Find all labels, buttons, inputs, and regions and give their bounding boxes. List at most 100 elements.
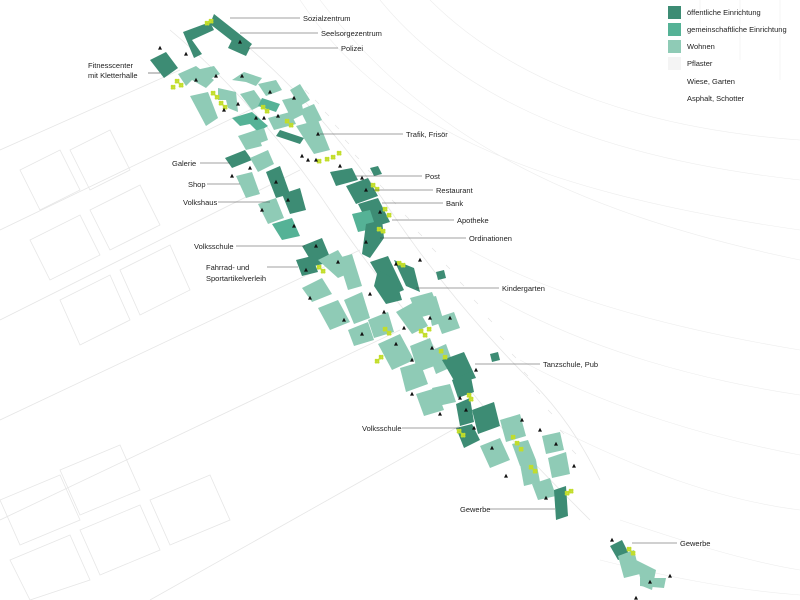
meadow-dot xyxy=(176,78,180,82)
entrance-arrow xyxy=(382,309,386,314)
meadow-dot xyxy=(178,82,182,86)
building-housing xyxy=(318,300,350,330)
meadow-dot xyxy=(628,548,632,552)
label-shop: Shop xyxy=(188,180,206,189)
building-public xyxy=(266,166,290,198)
building-public xyxy=(150,52,178,78)
meadow-dot xyxy=(468,396,472,400)
meadow-dot xyxy=(330,154,334,158)
meadow-dot xyxy=(170,84,174,88)
building-public xyxy=(346,178,378,204)
meadow-dot xyxy=(318,160,322,164)
legend-label-housing: Wohnen xyxy=(687,42,715,51)
meadow-dot xyxy=(326,158,330,162)
meadow-dot xyxy=(172,86,176,90)
meadow-dot xyxy=(204,20,208,24)
building-public xyxy=(228,40,250,56)
entrance-arrow xyxy=(458,395,462,400)
meadow-dot xyxy=(388,330,392,334)
entrance-arrow xyxy=(238,39,242,44)
label-tanzschule: Tanzschule, Pub xyxy=(543,360,598,369)
meadow-dot xyxy=(210,90,214,94)
meadow-dot xyxy=(388,332,392,336)
meadow-dot xyxy=(170,86,174,90)
meadow-dot xyxy=(388,212,392,216)
meadow-dot xyxy=(462,432,466,436)
building-housing xyxy=(232,72,262,86)
meadow-dot xyxy=(400,264,404,268)
entrance-arrow xyxy=(314,243,318,248)
meadow-dot xyxy=(384,208,388,212)
entrance-arrow xyxy=(544,495,548,500)
meadow-dot xyxy=(380,356,384,360)
building-housing xyxy=(236,172,260,198)
legend-label-public: öffentliche Einrichtung xyxy=(687,8,761,17)
entrance-arrow xyxy=(230,173,234,178)
meadow-dot xyxy=(514,440,518,444)
entrance-arrow xyxy=(634,595,638,600)
entrance-arrow xyxy=(648,579,652,584)
building-public xyxy=(330,168,358,186)
meadow-dot xyxy=(210,20,214,24)
buildings xyxy=(150,14,666,590)
building-public xyxy=(554,486,568,520)
meadow-dot xyxy=(438,348,442,352)
entrance-arrow xyxy=(410,357,414,362)
building-housing xyxy=(396,302,428,334)
meadow-dot xyxy=(218,100,222,104)
meadow-dot xyxy=(286,120,290,124)
meadow-dot xyxy=(180,84,184,88)
meadow-dot xyxy=(566,492,570,496)
building-housing xyxy=(290,84,310,106)
entrance-arrow xyxy=(554,441,558,446)
building-public xyxy=(225,150,252,168)
building-housing xyxy=(500,414,526,442)
meadow-dot xyxy=(518,448,522,452)
meadow-dot xyxy=(444,356,448,360)
meadow-dot xyxy=(214,96,218,100)
meadow-dot xyxy=(468,392,472,396)
meadow-dot xyxy=(628,546,632,550)
meadow-dot xyxy=(376,358,380,362)
meadow-dot xyxy=(338,150,342,154)
building-housing xyxy=(296,120,330,154)
meadow-dot xyxy=(218,102,222,106)
meadow-dot xyxy=(178,84,182,88)
building-public xyxy=(296,256,318,276)
meadow-dot xyxy=(442,356,446,360)
label-galerie: Galerie xyxy=(172,159,196,168)
meadow-dot xyxy=(424,332,428,336)
label-volkshaus: Volkshaus xyxy=(183,198,217,207)
building-public xyxy=(456,424,480,448)
meadow-dot xyxy=(322,270,326,274)
entrance-arrow xyxy=(274,179,278,184)
meadow-dot xyxy=(266,110,270,114)
meadow-dot xyxy=(632,552,636,556)
meadow-dot xyxy=(378,356,382,360)
building-housing xyxy=(640,578,666,588)
meadow-dot xyxy=(384,206,388,210)
entrance-arrow xyxy=(292,95,296,100)
meadow-dot xyxy=(380,228,384,232)
meadow-dot xyxy=(626,546,630,550)
meadow-dot xyxy=(370,184,374,188)
building-housing xyxy=(432,384,456,406)
label-post: Post xyxy=(425,172,441,181)
meadow-dot xyxy=(456,428,460,432)
meadow-dot xyxy=(332,154,336,158)
meadow-dot xyxy=(532,468,536,472)
meadow-dot xyxy=(512,436,516,440)
meadow-dot xyxy=(428,328,432,332)
entrance-arrow xyxy=(194,77,198,82)
meadow-dot xyxy=(570,490,574,494)
meadow-dot xyxy=(382,208,386,212)
entrance-arrow xyxy=(316,131,320,136)
building-housing xyxy=(218,88,238,112)
building-public xyxy=(436,270,446,280)
meadow-dot xyxy=(528,466,532,470)
meadow-dot xyxy=(386,212,390,216)
label-kindergarten: Kindergarten xyxy=(502,284,545,293)
label-bank: Bank xyxy=(446,199,463,208)
meadow-dot xyxy=(176,80,180,84)
building-housing xyxy=(378,334,414,370)
